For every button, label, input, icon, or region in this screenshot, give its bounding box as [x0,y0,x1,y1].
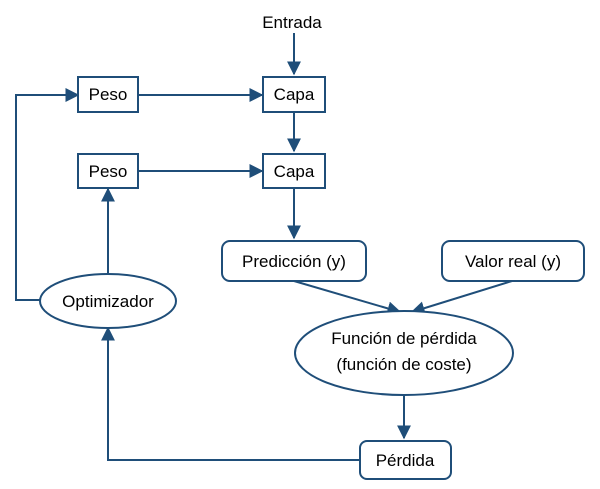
edge-loss-to-optimizer [101,326,360,461]
loss-label: Pérdida [376,451,435,470]
true-value-label: Valor real (y) [465,252,561,271]
edge-prediction-to-loss-function [293,280,402,316]
prediction-node: Predicción (y) [221,240,367,282]
weight-2-label: Peso [89,162,128,181]
layer-1-node: Capa [262,76,326,113]
loss-function-label-line1: Función de pérdida [331,329,477,348]
optimizer-node: Optimizador [39,273,177,329]
weight-1-node: Peso [77,76,139,113]
layer-2-node: Capa [262,153,326,189]
layer-2-label: Capa [274,162,315,181]
true-value-node: Valor real (y) [441,240,585,282]
weight-2-node: Peso [77,153,139,189]
loss-function-node: Función de pérdida (función de coste) [294,310,514,396]
weight-1-label: Peso [89,85,128,104]
edge-true-value-to-loss-function [410,280,513,315]
input-label: Entrada [262,13,322,32]
layer-1-label: Capa [274,85,315,104]
loss-function-label-line2: (función de coste) [336,355,471,374]
prediction-label: Predicción (y) [242,252,346,271]
edges [15,33,513,461]
optimizer-label: Optimizador [62,292,154,311]
loss-node: Pérdida [359,440,452,480]
edge-optimizer-to-weight-1 [15,88,80,301]
